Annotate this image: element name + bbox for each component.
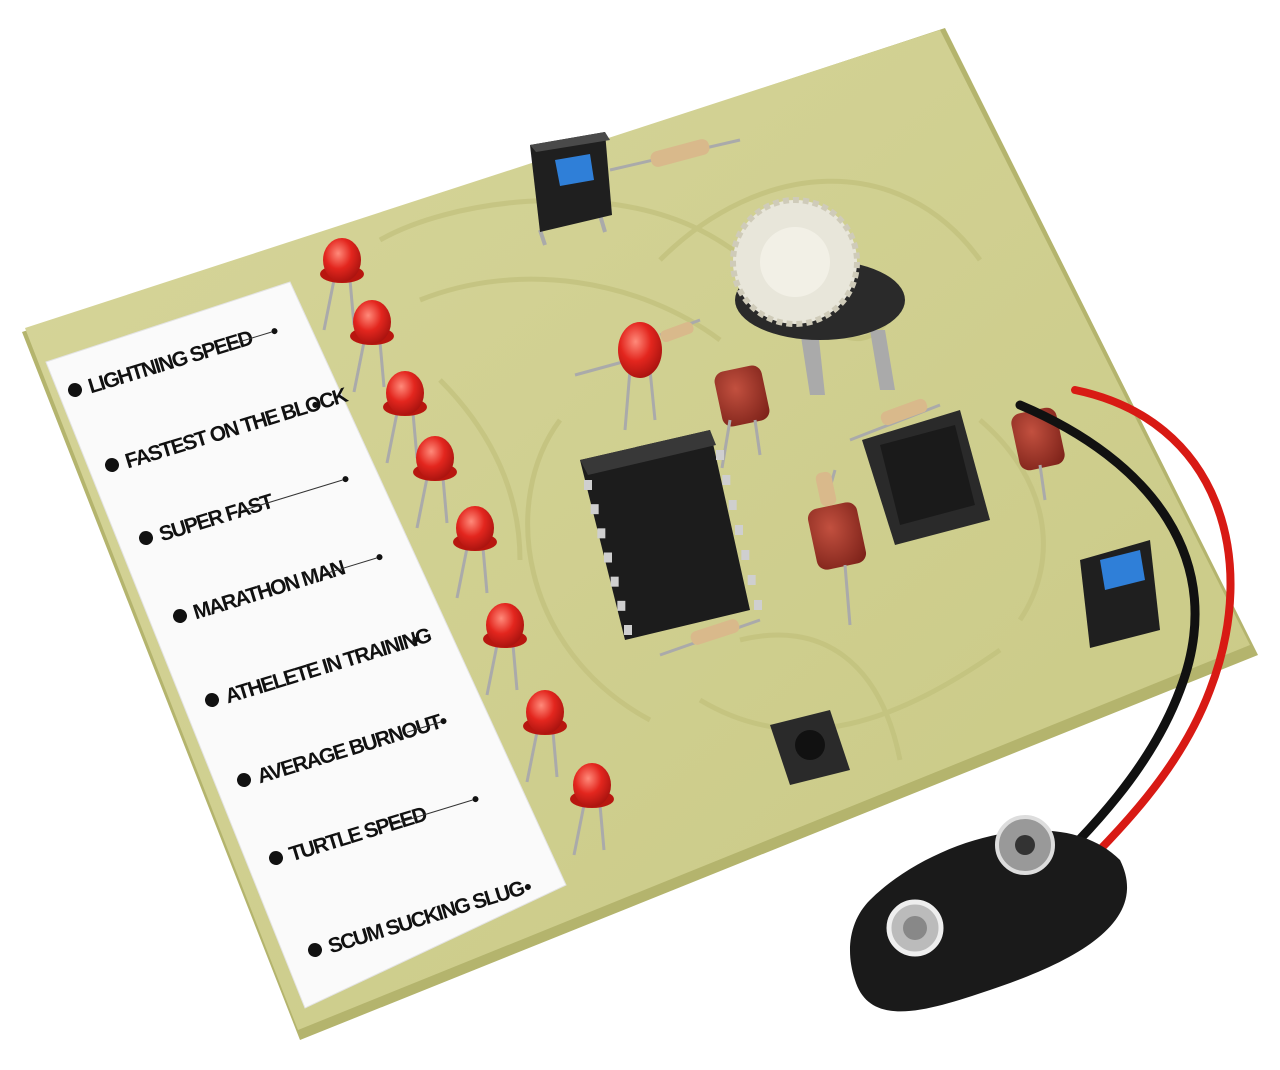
button-cap-blue: [1100, 550, 1145, 590]
ic-pin: [604, 552, 612, 563]
red-led: [483, 603, 527, 696]
button-cap-blue: [555, 154, 594, 186]
red-led: [383, 371, 427, 464]
red-led: [570, 763, 614, 856]
ic-8-pin: [849, 398, 990, 545]
ic-pin: [617, 600, 626, 611]
push-button-right: [1080, 540, 1160, 648]
tactile-switch: [770, 710, 850, 785]
label-card: LIGHTNING SPEED FASTEST ON THE BLOCK SUP…: [45, 281, 567, 1009]
push-button-top: [530, 132, 612, 246]
ic-pin: [722, 475, 731, 485]
ic-pin: [716, 450, 724, 460]
red-led: [453, 506, 497, 599]
resistor: [609, 138, 741, 172]
red-led: [523, 690, 567, 783]
ic-pin: [728, 500, 737, 510]
ic-pin: [741, 550, 750, 560]
ic-pin: [624, 625, 632, 635]
ic-pin: [754, 600, 762, 610]
led-column: [320, 238, 614, 856]
battery-clip: [850, 815, 1128, 1012]
ic-pin: [747, 575, 756, 585]
capacitors: [714, 365, 1065, 626]
potentiometer: [730, 197, 905, 395]
ic-pin: [597, 528, 606, 539]
battery-wires: [1015, 386, 1235, 885]
status-led: [574, 318, 701, 431]
red-led: [350, 300, 394, 393]
ic-pin: [584, 480, 592, 490]
red-led: [320, 238, 364, 331]
ic-pin: [735, 525, 743, 535]
ic-pin: [610, 576, 619, 587]
copper-traces: [378, 178, 1046, 761]
ic-pin: [590, 504, 599, 515]
ic-14-pin: [580, 430, 762, 657]
red-led: [413, 436, 457, 529]
